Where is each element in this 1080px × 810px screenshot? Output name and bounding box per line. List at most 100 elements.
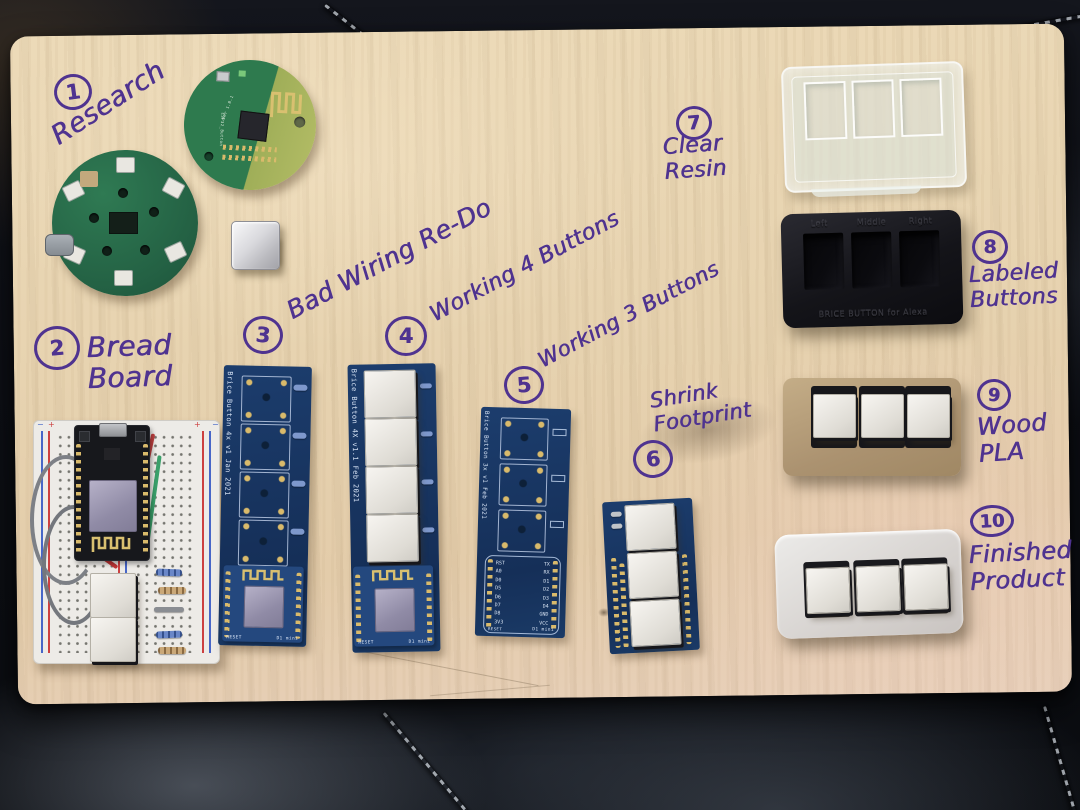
keyboard-button	[861, 394, 904, 438]
rail-line-red	[202, 431, 204, 653]
resistor-footprint	[551, 474, 566, 483]
led-button-node	[114, 270, 133, 286]
rail-plus-label: +	[48, 420, 55, 429]
resistor-tan	[158, 587, 186, 594]
breadboard: − + + −	[30, 420, 220, 664]
keyboard-button	[626, 550, 680, 600]
esp-shield	[374, 587, 416, 633]
resistor-blue	[155, 568, 183, 577]
pin-label: D1	[543, 578, 550, 585]
resistor-footprint	[549, 520, 565, 529]
resistor-blue	[155, 630, 183, 639]
antenna-trace	[269, 91, 303, 118]
micro-usb-port	[99, 423, 127, 437]
usb-c-connector	[45, 234, 74, 256]
led-button-node	[161, 176, 186, 200]
d1-mini-module: RESET D1 mini	[353, 565, 435, 647]
resistor-footprint	[552, 428, 567, 437]
resistor-tan	[158, 647, 186, 654]
pcb-4x-v1-jan2021: Brice Button 4x v1 Jan 2021 RESET D1 min…	[218, 365, 312, 647]
pin-label: TX	[543, 561, 550, 568]
pin-label: D0	[495, 577, 502, 584]
solder-pad-row	[222, 144, 277, 153]
smd-resistor	[421, 479, 434, 485]
annotation-8-number: 8	[972, 230, 1008, 264]
solder-pad-row	[222, 154, 277, 163]
pin-label: D4	[542, 603, 549, 610]
pin-label: D5	[495, 585, 502, 592]
annotation-4-number: 4	[385, 316, 427, 356]
button-opening	[803, 80, 848, 141]
button-switch	[803, 560, 852, 619]
mounting-hole	[140, 245, 150, 255]
wood-knot	[598, 608, 610, 617]
silkscreen-label: Brice Button 3x v1 Feb 2021	[480, 410, 491, 520]
antenna-trace	[91, 536, 131, 552]
black-labeled-case: Left Middle Right BRICE BUTTON for Alexa	[780, 209, 964, 329]
pin-label: A0	[495, 568, 502, 575]
button-switch	[853, 558, 902, 617]
led-button-node	[116, 157, 135, 173]
keyboard-button	[364, 417, 418, 467]
keyboard-button	[363, 369, 417, 419]
keyboard-button	[624, 502, 677, 552]
white-finished-case	[774, 528, 964, 640]
reset-label: RESET	[487, 626, 503, 632]
pin-pad-column	[486, 559, 493, 630]
pin-header	[295, 572, 302, 639]
silkscreen-label: Brice Button 4x v1 Jan 2021	[223, 371, 234, 496]
breadboard-button	[90, 617, 136, 662]
button-footprint	[240, 375, 292, 423]
pin-header	[76, 444, 81, 556]
rail-plus-label: +	[194, 420, 201, 429]
esp12-shield	[89, 480, 137, 532]
pcb-3x-small: Brice Button 3x	[602, 497, 700, 655]
round-pcb-prototype	[45, 150, 198, 296]
gray-jumper	[154, 607, 184, 612]
button-footprint	[497, 509, 547, 553]
mounting-hole	[204, 151, 214, 162]
keyboard-button	[629, 598, 682, 648]
rail-minus-label: −	[37, 420, 44, 429]
button-label-middle: Middle	[856, 217, 887, 228]
metal-cube-button	[231, 221, 280, 270]
smd-component	[610, 511, 622, 518]
pin-label: GND	[539, 611, 549, 619]
mounting-hole	[149, 207, 159, 217]
pin-label: RST	[495, 560, 505, 567]
breadboard-button	[90, 573, 136, 618]
antenna-trace	[371, 569, 414, 582]
keyboard-button	[805, 566, 851, 615]
silkscreen-label: Brice Button 4X v1.1 Feb 2021	[349, 368, 360, 503]
esp32-round-pcb: Ver 1.0.1 ESP32_Button	[180, 56, 320, 194]
button-footprint	[498, 463, 548, 507]
module-label: D1 mini	[276, 636, 299, 642]
clear-resin-case	[780, 60, 968, 198]
rail-line-blue	[209, 431, 211, 653]
annotation-2-label: Bread Board	[85, 328, 173, 396]
pcb-3x-v1-feb2021: Brice Button 3x v1 Feb 2021 RST A0 D0 D5…	[474, 406, 572, 639]
pin-header	[355, 574, 362, 643]
smd-led	[238, 70, 246, 77]
esp-shield	[243, 585, 285, 629]
smd-resistor	[292, 432, 307, 439]
keyboard-button	[365, 465, 419, 515]
smd-resistor	[420, 431, 433, 437]
button-label-right: Right	[908, 216, 933, 227]
pin-labels-left: RST A0 D0 D5 D6 D7 D8 3V3	[494, 559, 505, 626]
pin-header	[224, 571, 231, 638]
pin-labels-right: TX RX D1 D2 D3 D4 GND VCC	[539, 561, 550, 628]
pin-header	[426, 573, 433, 642]
led-button-node	[163, 240, 188, 264]
annotation-10-label: Finished Product	[967, 535, 1073, 596]
smd-resistor	[291, 480, 306, 487]
mounting-hole	[89, 213, 99, 223]
d1-mini-module: RESET D1 mini	[222, 565, 304, 643]
mounting-hole	[118, 188, 128, 198]
nodemcu-module	[74, 423, 150, 561]
button-footprint	[499, 417, 549, 461]
d1-mini-footprint: RST A0 D0 D5 D6 D7 D8 3V3 TX RX D1 D2 D3…	[482, 554, 562, 636]
pcb-4x-v11-feb2021: Brice Button 4X v1.1 Feb 2021 RESET D1 m…	[347, 363, 441, 653]
case-engraving: BRICE BUTTON for Alexa	[818, 307, 928, 320]
